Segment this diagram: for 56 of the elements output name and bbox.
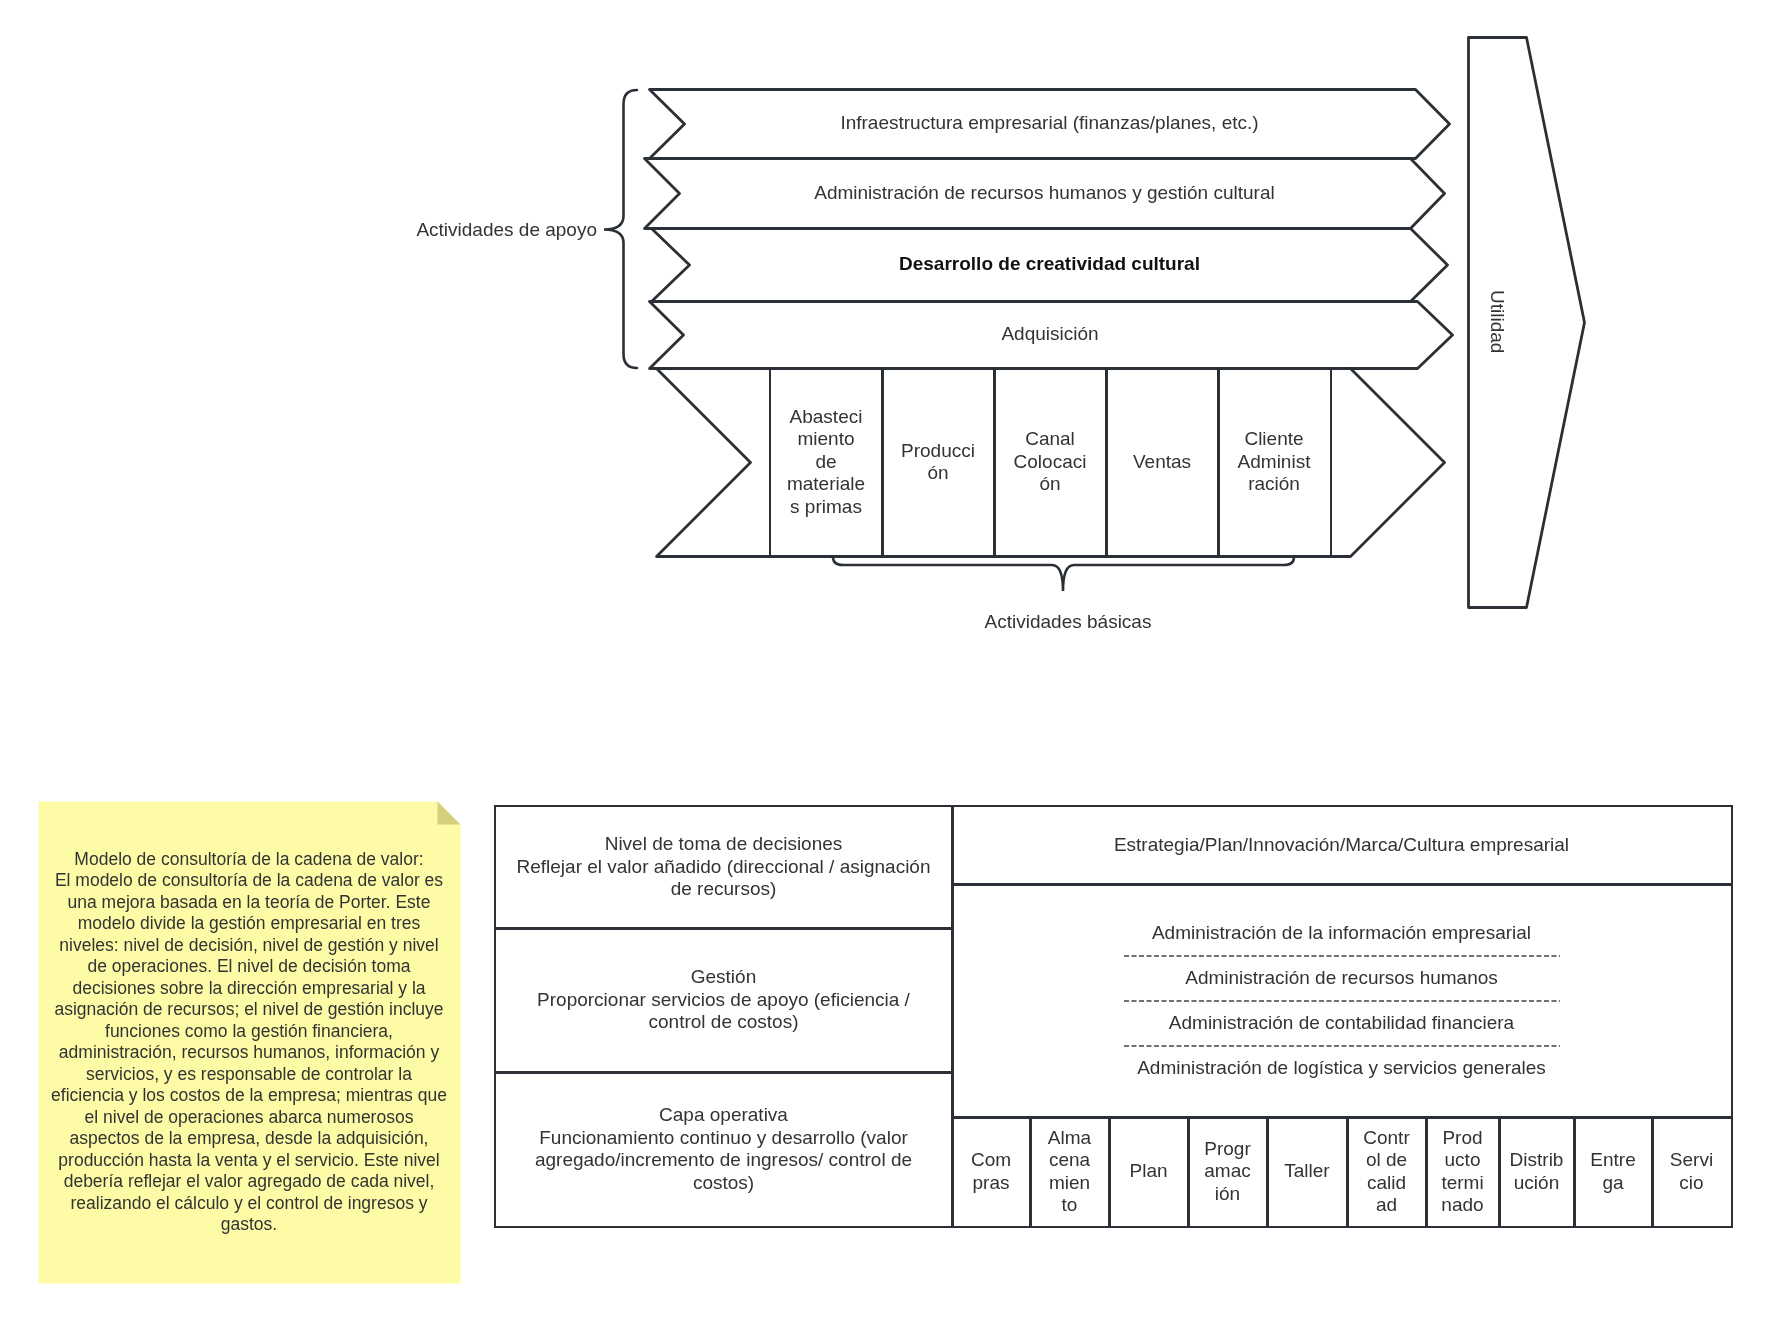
bracket-label: Actividades básicas — [984, 611, 1152, 633]
process-cell — [1265, 1115, 1349, 1228]
process-label: Control de calidad — [1362, 1126, 1411, 1217]
process-label: Almacenamiento — [1046, 1126, 1093, 1217]
note-text: El modelo de consultoría de la cadena de valor es una mejora basada en la teoría de Porter. Este modelo divide la gestión empresarial en tres niveles: nivel de decisión, nivel de gestión y nivel de operaciones. El nivel de decisión toma decisiones sobre la dirección empresarial y la asignación de recursos; el nivel de gestión incluye funciones como la gestión financiera, administración, recursos humanos, información y servicios, y es responsable de controlar la eficiencia y los costos de la empresa; mientras que el nivel de operaciones abarca numerosos aspectos de la empresa, desde la adquisición, producción hasta la venta y el servicio. Este nivel debería reflejar el valor agregado de cada nivel, realizando el cálculo y el control de ingresos y gastos. — [51, 870, 447, 1236]
level-description: Proporcionar servicios de apoyo (eficiencia / control de costos) — [536, 988, 911, 1034]
process-label: Distribución — [1508, 1149, 1565, 1194]
band-label: Desarrollo de creatividad cultural — [899, 253, 1200, 276]
process-cell — [1345, 1115, 1428, 1228]
management-item: Administración de logística y servicios generales — [1137, 1056, 1546, 1080]
note-title: Modelo de consultoría de la cadena de valor: — [74, 848, 424, 870]
level-title: Nivel de toma de decisiones — [604, 833, 843, 856]
level-description: Funcionamiento continuo y desarrollo (valor agregado/incremento de ingresos/ control de costos) — [533, 1126, 914, 1194]
process-cell — [1028, 1115, 1111, 1228]
process-label: Producto terminado — [1440, 1126, 1485, 1217]
management-panel — [950, 882, 1733, 1119]
process-cell — [1572, 1115, 1654, 1228]
profit-arrow — [1466, 35, 1586, 609]
level-description: Reflejar el valor añadido (direccional / asignación de recursos) — [515, 855, 932, 901]
process-cell — [950, 1115, 1032, 1228]
activity-label: Producción — [900, 439, 976, 485]
process-label: Compras — [969, 1149, 1013, 1194]
chevron-band — [647, 299, 1454, 370]
level-title: Gestión — [690, 966, 757, 989]
management-item: Administración de recursos humanos — [1185, 966, 1498, 990]
band-label: Administración de recursos humanos y gestión cultural — [814, 181, 1275, 205]
process-cell — [1107, 1115, 1190, 1228]
level-panel — [493, 926, 954, 1074]
sticky-note — [36, 799, 462, 1285]
process-cell — [1424, 1115, 1501, 1228]
band-label: Adquisición — [1001, 323, 1099, 346]
process-cell — [1186, 1115, 1269, 1228]
band-label: Infraestructura empresarial (finanzas/planes, etc.) — [840, 112, 1259, 135]
process-cell — [1497, 1115, 1576, 1228]
profit-label: Utilidad — [1486, 290, 1509, 354]
activity-label: Cliente Administración — [1236, 428, 1312, 496]
chevron-band — [647, 87, 1451, 160]
strategy-label: Estrategia/Plan/Innovación/Marca/Cultura empresarial — [1113, 833, 1570, 857]
process-label: Entrega — [1589, 1149, 1637, 1194]
chevron-band — [649, 226, 1449, 303]
process-label: Programación — [1203, 1137, 1252, 1206]
process-label: Servicio — [1668, 1149, 1715, 1194]
level-panel — [493, 1070, 954, 1228]
management-item: Administración de contabilidad financiera — [1168, 1011, 1515, 1035]
activity-label: Ventas — [1132, 450, 1192, 474]
level-title: Capa operativa — [659, 1104, 788, 1127]
process-cell — [1650, 1115, 1733, 1228]
level-panel — [493, 804, 954, 930]
strategy-panel — [950, 804, 1733, 886]
process-label: Taller — [1284, 1160, 1330, 1183]
chevron-band — [642, 156, 1446, 230]
bracket-label: Actividades de apoyo — [416, 218, 597, 241]
management-item: Administración de la información empresarial — [1151, 921, 1532, 945]
activity-label: Canal Colocación — [1012, 428, 1088, 496]
process-label: Plan — [1129, 1160, 1168, 1183]
activity-label: Abastecimiento de materiales primas — [785, 405, 867, 519]
